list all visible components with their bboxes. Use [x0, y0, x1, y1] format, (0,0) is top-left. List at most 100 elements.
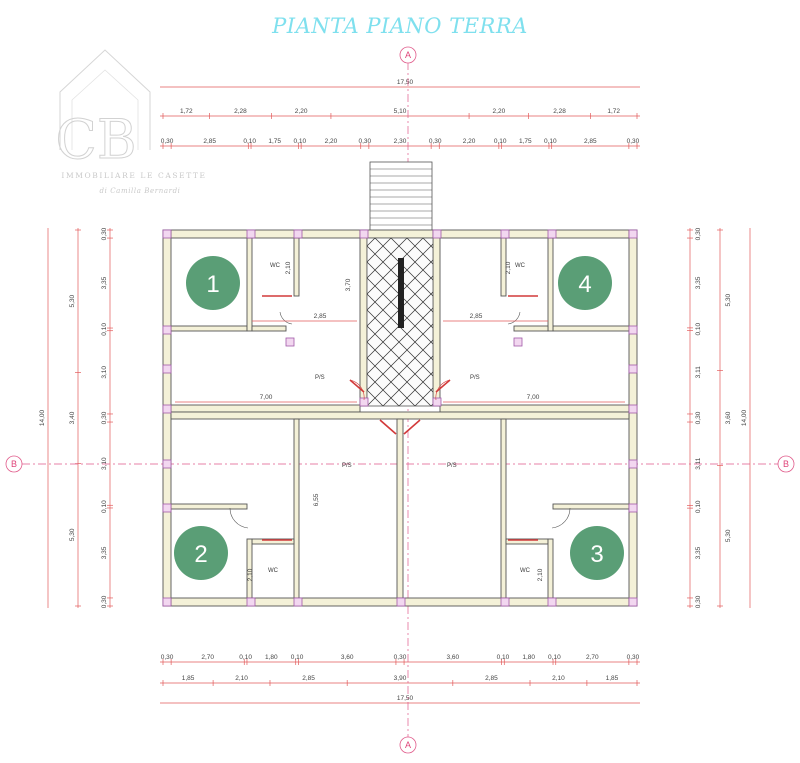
right-dim-col1-8: 0,30 — [695, 595, 702, 608]
axis-a-bottom-label: A — [405, 740, 411, 750]
stair-hatch-line — [367, 373, 400, 406]
top-dim-row2-0: 1,72 — [180, 108, 193, 115]
doors — [229, 295, 571, 541]
top-dim-row3-10: 0,10 — [494, 138, 507, 145]
top-dim-row3-8: 0,30 — [429, 138, 442, 145]
stair-hatch-line — [367, 238, 424, 295]
stair-hatch-line — [47, 238, 215, 406]
pillar — [162, 229, 172, 239]
right-dim-col2-1: 3,60 — [725, 411, 732, 424]
top-dim-row3-7: 2,30 — [394, 138, 407, 145]
stair-hatch-line — [367, 277, 433, 345]
stair-hatch-line — [583, 238, 751, 406]
right-dim-col1-6: 0,10 — [695, 500, 702, 513]
bottom-dim-row1-12: 0,30 — [627, 654, 640, 661]
top-dim-row2-5: 2,28 — [553, 108, 566, 115]
bottom-dim-row1-5: 3,60 — [341, 654, 354, 661]
pillar — [162, 404, 172, 414]
ps-label-left: P/S — [315, 375, 325, 381]
wc-height-2: 2,10 — [247, 568, 254, 581]
stair-hatch-line — [367, 341, 432, 406]
right-dim-col1-0: 0,30 — [695, 227, 702, 240]
stair-hatch-line — [367, 245, 433, 313]
left-dim-col1-2: 0,10 — [101, 323, 108, 336]
top-dim-row3-5: 2,20 — [325, 138, 338, 145]
stair-hatch-line — [367, 243, 433, 311]
left-dimensions: 0,303,350,103,100,303,100,103,350,30 5,3… — [39, 227, 113, 608]
pillar — [500, 229, 510, 239]
bottom-total-dim: 17,50 — [397, 695, 414, 702]
left-dim-col1-3: 3,10 — [101, 366, 108, 379]
interior-stair — [47, 237, 767, 407]
left-dim-col2-1: 3,40 — [69, 411, 76, 424]
stair-hatch-line — [382, 355, 433, 406]
bottom-dim-row1-9: 1,80 — [522, 654, 535, 661]
axis-a-bottom-marker — [399, 736, 417, 754]
wc-height-3: 2,10 — [537, 568, 544, 581]
brand-watermark: CB IMMOBILIARE LE CASETTE di Camilla Ber… — [55, 49, 205, 195]
bottom-dim-row2-1: 2,10 — [235, 675, 248, 682]
external-stair — [369, 161, 433, 233]
pillar — [359, 229, 369, 239]
stair-hatch-line — [367, 309, 433, 377]
left-dim-col2-2: 5,30 — [69, 528, 76, 541]
stair-hatch-line — [535, 238, 703, 406]
wc-height-1: 2,10 — [285, 261, 292, 274]
right-total-dim: 14,00 — [741, 409, 748, 426]
right-dimensions: 0,303,350,103,110,303,110,103,350,30 5,3… — [687, 227, 751, 608]
unit-2-number: 2 — [194, 541, 207, 568]
left-total-dim: 14,00 — [39, 409, 46, 426]
stair-hatch-line — [398, 371, 433, 406]
top-dim-row2-2: 2,20 — [295, 108, 308, 115]
bottom-dim-row1-6: 0,30 — [394, 654, 407, 661]
axis-a-top-label: A — [405, 50, 411, 60]
stair-hatch-line — [599, 238, 767, 406]
unit-badges: 1 4 2 3 — [174, 256, 624, 580]
bottom-dim-row1-3: 1,80 — [265, 654, 278, 661]
bottom-dim-row2-5: 2,10 — [552, 675, 565, 682]
left-dim-col1-8: 0,30 — [101, 595, 108, 608]
top-dim-row3-2: 0,10 — [243, 138, 256, 145]
bottom-dim-row1-7: 3,60 — [446, 654, 459, 661]
pillar — [628, 597, 638, 607]
top-dim-row3-6: 0,30 — [358, 138, 371, 145]
corridor-width-left: 7,00 — [260, 394, 273, 401]
wc-label-1: WC — [270, 263, 281, 269]
ps-label-right: P/S — [470, 375, 480, 381]
top-dim-row3-1: 2,85 — [203, 138, 216, 145]
pillar — [285, 337, 295, 347]
stair-hatch-line — [367, 339, 433, 406]
room-width-left: 2,85 — [314, 313, 327, 320]
left-dim-col1-4: 0,30 — [101, 411, 108, 424]
stair-hatch-line — [367, 238, 408, 279]
pillar — [293, 229, 303, 239]
top-dim-row2-6: 1,72 — [607, 108, 620, 115]
pillar — [246, 229, 256, 239]
pillar — [162, 459, 172, 469]
bottom-dim-row2-0: 1,85 — [182, 675, 195, 682]
pillar — [246, 597, 256, 607]
top-total-dim: 17,50 — [397, 79, 414, 86]
stair-height: 6,55 — [313, 493, 320, 506]
right-dim-col1-7: 3,35 — [695, 546, 702, 559]
interior-dimensions: 7,00 7,00 2,85 2,85 3,70 6,55 2,10 2,10 … — [175, 261, 625, 581]
bottom-dim-row2-3: 3,90 — [394, 675, 407, 682]
bottom-dim-row1-2: 0,10 — [239, 654, 252, 661]
pillar — [432, 397, 442, 407]
top-dim-row3-13: 2,85 — [584, 138, 597, 145]
stair-handrail — [398, 258, 404, 328]
top-dim-row2-4: 2,20 — [493, 108, 506, 115]
stair-hatch-line — [390, 238, 433, 281]
corridor-width-right: 7,00 — [527, 394, 540, 401]
right-dim-col1-1: 3,35 — [695, 276, 702, 289]
bottom-dim-row2-6: 1,85 — [606, 675, 619, 682]
unit-4-badge — [558, 256, 612, 310]
bottom-dim-row1-10: 0,10 — [548, 654, 561, 661]
left-dim-col1-7: 3,35 — [101, 546, 108, 559]
stair-hatch-line — [471, 238, 639, 406]
bottom-dim-row1-8: 0,10 — [497, 654, 510, 661]
right-dim-col1-4: 0,30 — [695, 411, 702, 424]
ps-label-lower-right: P/S — [447, 463, 457, 469]
